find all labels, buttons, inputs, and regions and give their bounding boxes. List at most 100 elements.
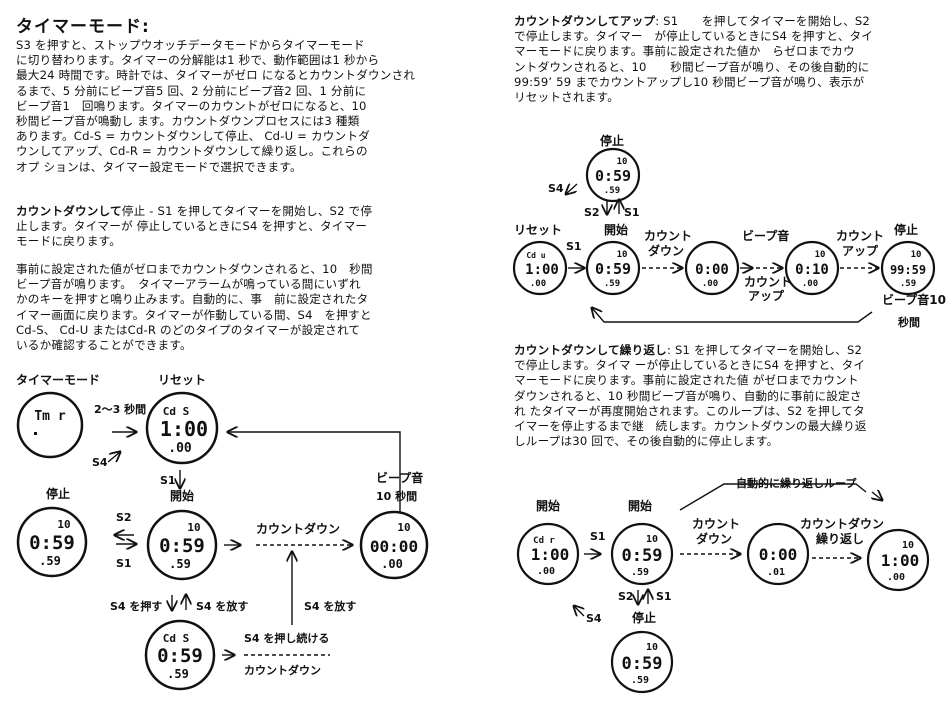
label-countdown-b: ダウン [696, 531, 732, 546]
watch-text: 0:59 [622, 546, 663, 566]
paragraph-countdown-repeat: カウントダウンして繰り返し: S1 を押してタイマーを開始し、S2 で停止します… [514, 343, 939, 449]
text-line: ダウンされると、10 秒間ビープ音が鳴り、自動的に事前に設定さ [514, 388, 862, 403]
text-line: しループは30 回で、その後自動的に停止します。 [514, 434, 779, 449]
label-s1: S1 [160, 474, 176, 487]
watch-text: 0:59 [595, 167, 631, 185]
text-line: モードに戻ります。 [16, 234, 121, 249]
text-line: オプ ションは、タイマー設定モードで選択できます。 [16, 159, 302, 174]
label-beep-10: ビープ音10 [882, 292, 946, 307]
watch-text: 10 [397, 521, 410, 534]
label-s4-release-2: S4 を放す [304, 599, 356, 613]
label-start-2: 開始 [628, 498, 652, 513]
label-s1: S1 [624, 206, 640, 219]
watch-text: 10 [815, 250, 826, 260]
watch-face-start: 10 0:59 .59 [610, 522, 674, 586]
text-line: : S1 を押してタイマーを開始し、S2 [666, 343, 863, 357]
text-line: マーモードに戻ります。事前に設定された値か らゼロまでカウ [514, 44, 855, 59]
watch-text: .59 [631, 675, 649, 686]
watch-face-max: 10 99:59 .59 [880, 240, 936, 296]
watch-text: .59 [604, 279, 620, 289]
label-countdown-b: ダウン [648, 243, 684, 258]
label-s4-hold: S4 を押し続ける [244, 631, 329, 645]
watch-face-start: 10 0:59 .59 [585, 240, 641, 296]
watch-text: Cd S [163, 632, 190, 645]
text-line: 99:59’ 59 までカウントアップし10 秒間ビープ音が鳴り、表示が [514, 74, 865, 89]
watch-text: 0:59 [29, 532, 75, 554]
watch-text: 1:00 [531, 545, 570, 564]
text-line: イマーを停止するまで継 続します。カウントダウンの最大繰り返 [514, 419, 867, 434]
watch-text: 0:10 [795, 262, 829, 278]
watch-text: 0:59 [595, 260, 631, 278]
watch-text: 1:00 [881, 551, 920, 570]
text-line: ントダウンされると、10 秒間ビープ音が鳴り、その後自動的に [514, 59, 870, 74]
text-line: 最大24 時間です。時計では、タイマーがゼロ になるとカウントダウンされ [16, 68, 416, 83]
watch-text: 1:00 [160, 417, 208, 441]
heading-countdown-up: カウントダウンしてアップ [514, 14, 656, 28]
arrow-diagonal-icon [566, 184, 578, 194]
watch-face-repeat: 10 1:00 .00 [866, 528, 930, 592]
text-line: ビープ音が鳴ります。 タイマーアラームが鳴っている間にいずれ [16, 277, 361, 292]
watch-text: Cd S [163, 405, 190, 418]
heading-countdown-stop: カウントダウンして [16, 204, 122, 218]
label-stop: 停止 [600, 133, 624, 148]
label-start-1: 開始 [536, 498, 560, 513]
loop-line [679, 483, 867, 511]
label-countup-a: カウント [744, 275, 792, 289]
watch-text: .00 [381, 557, 403, 571]
watch-text: 10 [57, 518, 70, 531]
watch-face-reset: Cd r 1:00 .00 [516, 522, 580, 586]
watch-text: 10 [187, 521, 200, 534]
text-line: Cd-S、 Cd-U またはCd-R のどのタイプのタイマーが設定されて [16, 322, 361, 337]
watch-face-timer-mode: Tm r [16, 391, 84, 459]
watch-text: Cd r [533, 536, 555, 546]
label-s4: S4 [586, 612, 602, 625]
watch-text: .59 [167, 667, 189, 681]
label-repeat-b: 繰り返し [816, 531, 864, 546]
label-s2: S2 [116, 511, 132, 524]
watch-text: .01 [767, 567, 785, 578]
watch-text: 99:59 [890, 263, 926, 277]
text-line: あります。Cd-S = カウントダウンして停止、 Cd-U = カウントダ [16, 129, 370, 144]
label-10-sec: 10 秒間 [376, 489, 417, 503]
text-line: れ たタイマーが再度開始されます。このループは、S2 を押してタ [514, 403, 865, 418]
text-line: S3 を押すと、ストップウオッチデータモードからタイマーモード [16, 38, 365, 52]
section-title-timer-mode: タイマーモード: [16, 17, 150, 37]
text-line: ビープ音1 回鳴ります。タイマーのカウントがゼロになると、10 [16, 98, 367, 113]
text-line: に切り替わります。タイマーの分解能は1 秒で、動作範囲は1 秒から [16, 53, 380, 68]
label-s4-press: S4 を押す [110, 599, 162, 613]
paragraph-countdown-stop: カウントダウンして停止 - S1 を押してタイマーを開始し、S2 で停 止します… [16, 204, 446, 250]
text-line: リセットされます。 [514, 90, 619, 105]
label-countup2-a: カウント [836, 229, 884, 243]
text-line: : S1 を押してタイマーを開始し、S2 [655, 14, 871, 28]
watch-text: 10 [646, 534, 658, 545]
watch-text: .59 [900, 279, 916, 289]
watch-face-start: 10 0:59 .59 [146, 509, 218, 581]
text-line: マーモードに戻ります。事前に設定された値 がゼロまでカウント [514, 373, 859, 388]
label-beep: ビープ音 [742, 228, 789, 243]
label-reset: リセット [158, 373, 206, 387]
label-countdown-a: カウント [692, 517, 740, 531]
watch-text: Cd u [526, 251, 545, 260]
watch-text: .00 [537, 566, 555, 577]
watch-face-zero: 0:00 .01 [746, 522, 810, 586]
label-s4: S4 [92, 456, 108, 469]
label-auto-loop: 自動的に繰り返しループ [736, 476, 857, 490]
text-line: - S1 を押してタイマーを開始し、S2 で停 [145, 204, 373, 218]
label-reset: リセット [514, 223, 562, 237]
paragraph-intro: S3 を押すと、ストップウオッチデータモードからタイマーモード に切り替わります… [16, 38, 446, 175]
watch-face-stop: 10 0:59 .59 [585, 147, 641, 203]
watch-text: .59 [631, 567, 649, 578]
watch-face-hold: Cd S 0:59 .59 [144, 619, 216, 691]
label-s4-release: S4 を放す [196, 599, 248, 613]
watch-text: 00:00 [370, 537, 418, 556]
watch-text: 10 [911, 250, 922, 260]
label-stop-2: 停止 [894, 222, 918, 237]
label-start: 開始 [170, 488, 194, 503]
text-line: 秒間ビープ音が鳴動し ます。カウントダウンプロセスには3 種類 [16, 114, 360, 129]
text-line: るまで、5 分前にビープ音5 回、2 分前にビープ音2 回、1 分前に [16, 83, 367, 98]
label-s4: S4 [548, 182, 564, 195]
label-s1-b: S1 [566, 240, 582, 253]
watch-face-reset: Cd S 1:00 .00 [145, 391, 219, 465]
